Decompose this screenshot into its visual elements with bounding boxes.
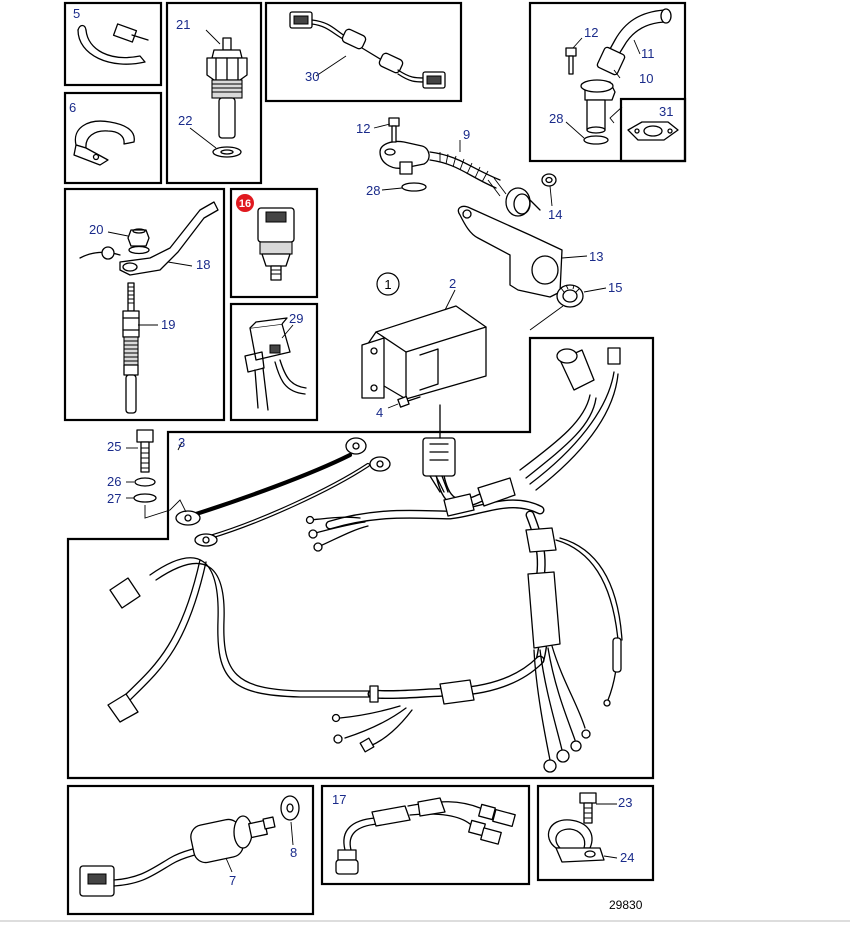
part-label-24: 24 (620, 850, 634, 865)
part-label-15: 15 (608, 280, 622, 295)
part-label-9: 9 (463, 127, 470, 142)
flange-part-31 (627, 121, 679, 141)
part-label-11: 11 (641, 46, 655, 61)
new-part-badge-16: 16 (236, 194, 254, 212)
part-label-21: 21 (176, 17, 190, 32)
sensor-cable-part-30 (289, 11, 446, 89)
y-cable-part-17 (335, 797, 516, 875)
part-label-23: 23 (618, 795, 632, 810)
screw-part-12-mid (388, 117, 400, 143)
washer-part-27 (133, 493, 157, 503)
part-label-18: 18 (196, 257, 210, 272)
busbar-part-18 (79, 201, 219, 276)
sensor-cable-part-9 (379, 140, 541, 217)
part-label-22: 22 (178, 113, 192, 128)
part-label-17: 17 (332, 792, 346, 807)
part-label-20: 20 (89, 222, 103, 237)
part-label-6: 6 (69, 100, 76, 115)
cable-tie-part-5 (77, 23, 149, 65)
part-label-25: 25 (107, 439, 121, 454)
part-label-4: 4 (376, 405, 383, 420)
part-labels: 5 6 21 22 30 12 11 10 28 31 12 9 28 14 1… (69, 6, 673, 912)
part-label-31: 31 (659, 104, 673, 119)
bolt-part-4 (397, 395, 421, 408)
wiring-harness-part-3 (107, 347, 623, 773)
washer-part-8 (280, 795, 300, 821)
nut-part-20 (127, 228, 150, 255)
washer-part-26 (134, 477, 156, 487)
part-label-3: 3 (178, 435, 185, 450)
screw-part-12-top (565, 47, 577, 75)
leader-lines (107, 29, 641, 873)
o-ring-part-28-mid (401, 182, 427, 192)
control-unit-part-2 (361, 305, 487, 400)
part-label-2: 2 (449, 276, 456, 291)
washer-part-22 (212, 146, 242, 158)
temperature-sender-part-21 (206, 37, 248, 139)
bracket-part-13 (457, 205, 563, 298)
nut-part-15 (556, 284, 584, 308)
callout-circle-1: 1 (376, 272, 400, 296)
part-label-30: 30 (305, 69, 319, 84)
bolt-part-23 (579, 792, 597, 824)
part-label-10: 10 (639, 71, 653, 86)
glow-plug-part-19 (122, 282, 140, 414)
speed-sensor-part-10 (580, 8, 672, 134)
part-label-13: 13 (589, 249, 603, 264)
relay-part-29 (244, 317, 307, 411)
diagram-reference-number: 29830 (609, 898, 643, 912)
electric-fuel-pump-part-7 (79, 815, 276, 897)
clamp-part-6 (73, 120, 135, 166)
part-label-8: 8 (290, 845, 297, 860)
p-clamp-part-24 (547, 819, 605, 863)
detail-frames (63, 1, 687, 916)
nut-part-14 (541, 173, 557, 187)
part-label-7: 7 (229, 873, 236, 888)
part-label-1: 1 (384, 277, 391, 292)
part-label-26: 26 (107, 474, 121, 489)
pressure-sender-part-16 (257, 207, 295, 281)
part-label-14: 14 (548, 207, 562, 222)
part-label-12-mid: 12 (356, 121, 370, 136)
part-label-5: 5 (73, 6, 80, 21)
bolt-part-25 (136, 429, 154, 473)
part-label-29: 29 (289, 311, 303, 326)
part-label-28-top: 28 (549, 111, 563, 126)
part-label-27: 27 (107, 491, 121, 506)
part-label-19: 19 (161, 317, 175, 332)
part-label-28-mid: 28 (366, 183, 380, 198)
part-label-16: 16 (239, 198, 251, 210)
o-ring-part-28-top (583, 135, 609, 145)
part-label-12-top: 12 (584, 25, 598, 40)
